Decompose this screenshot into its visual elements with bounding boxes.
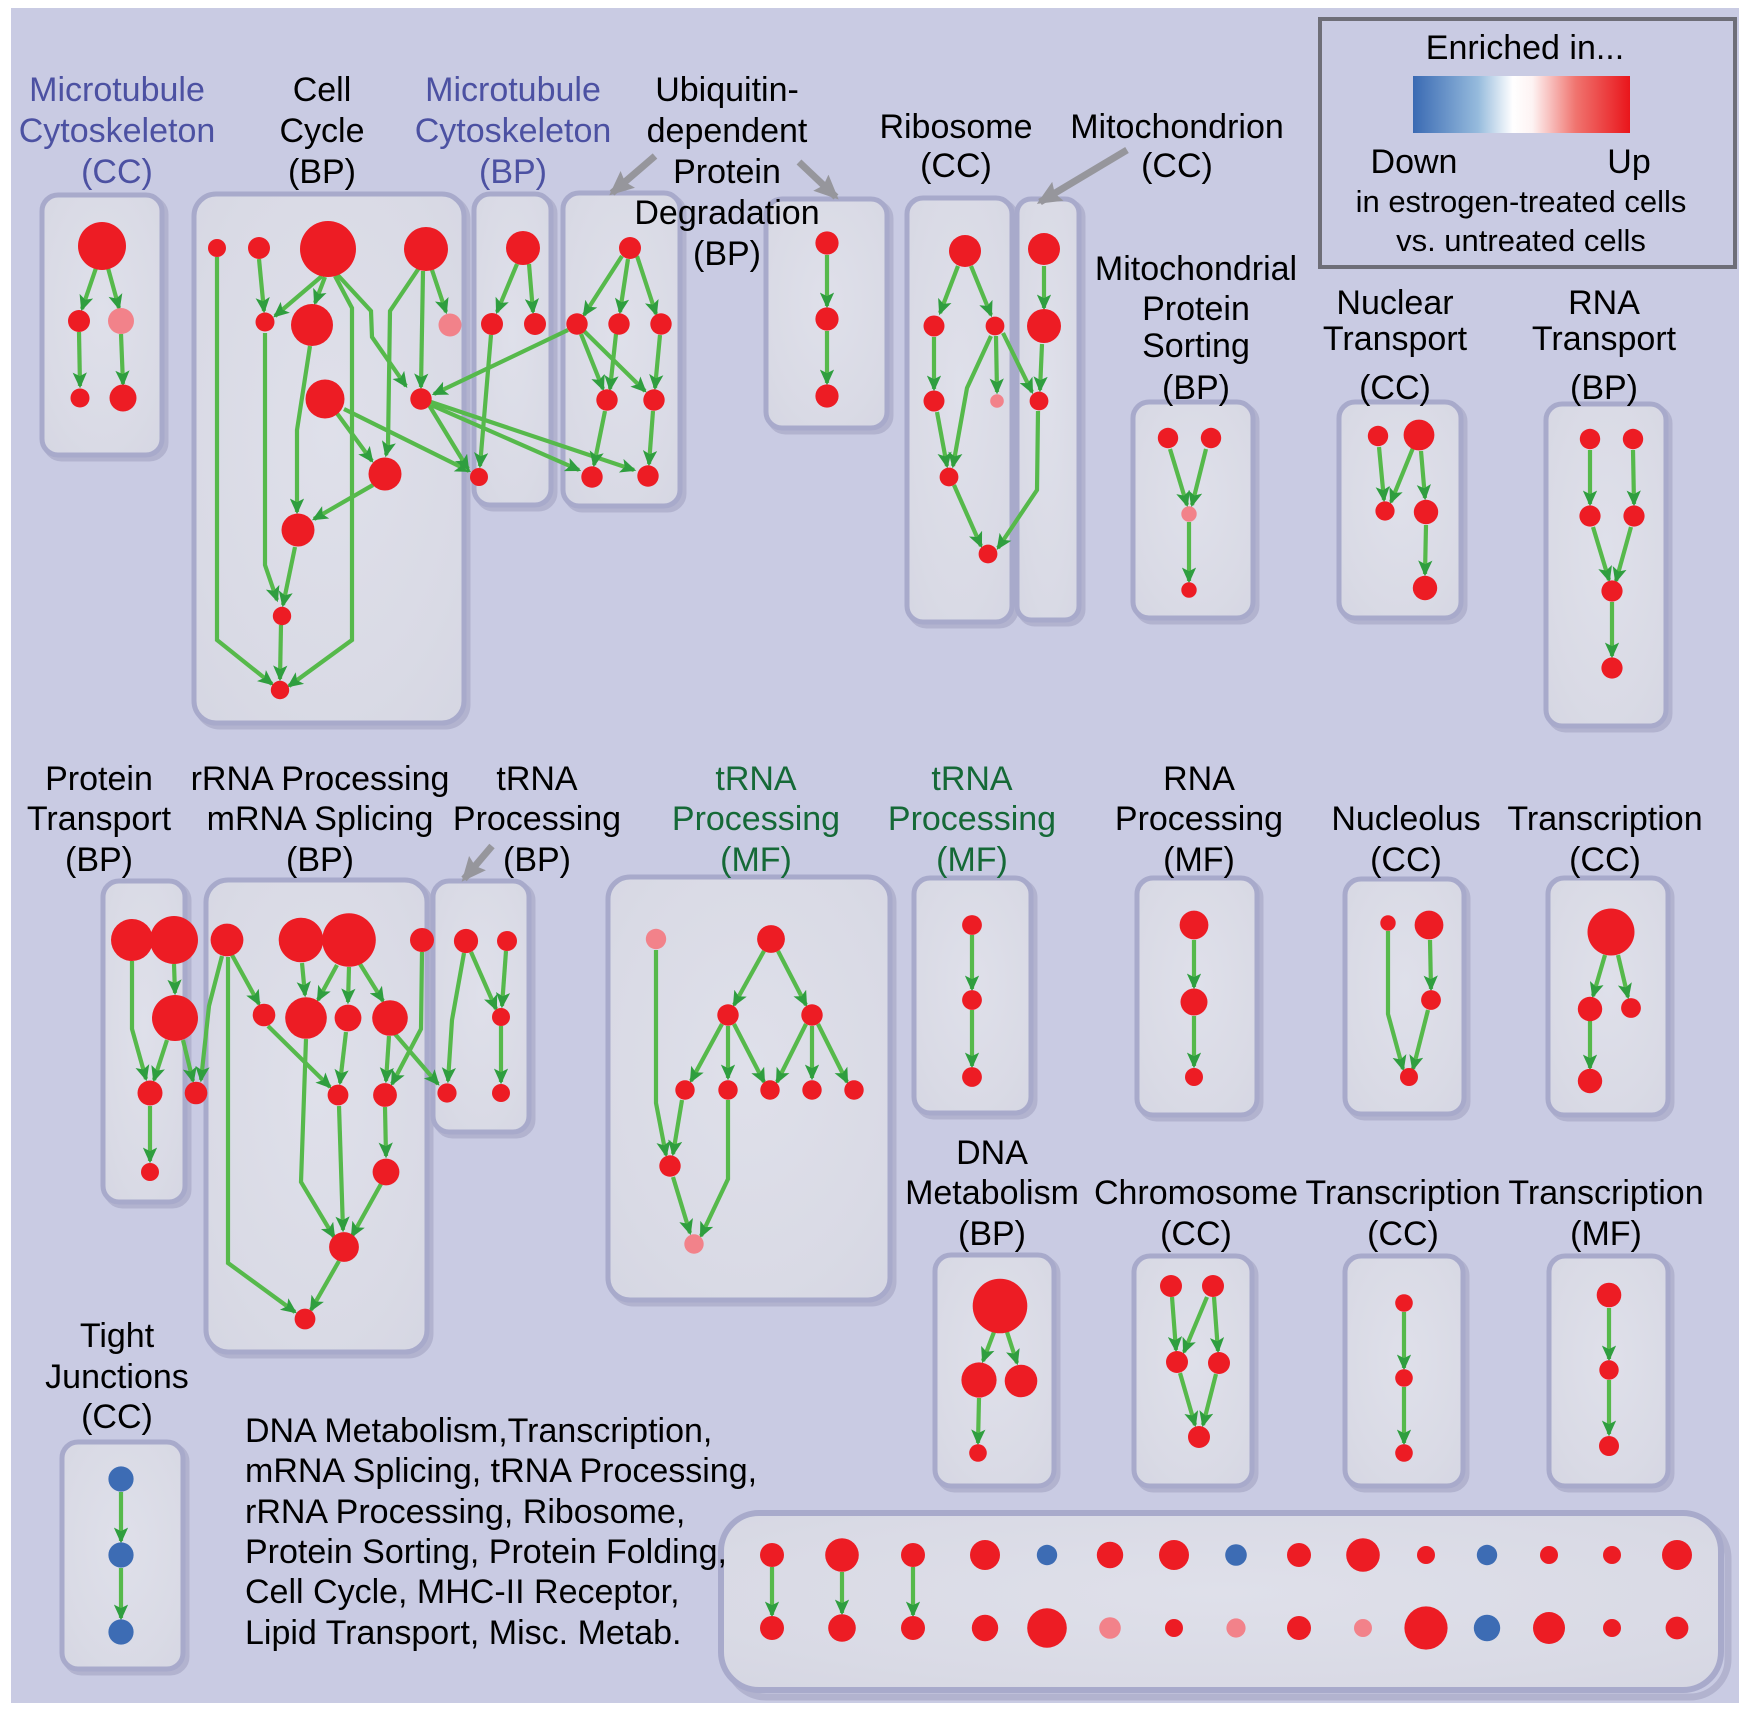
svg-text:Degradation: Degradation	[634, 194, 819, 232]
svg-text:(BP): (BP)	[286, 841, 354, 879]
svg-text:Ribosome: Ribosome	[879, 108, 1032, 146]
svg-text:tRNA: tRNA	[715, 760, 797, 798]
svg-text:DNA: DNA	[956, 1134, 1028, 1172]
svg-text:Protein Sorting, Protein Foldi: Protein Sorting, Protein Folding,	[245, 1533, 727, 1571]
svg-text:Cytoskeleton: Cytoskeleton	[19, 112, 216, 150]
svg-text:Junctions: Junctions	[45, 1358, 189, 1396]
svg-text:rRNA Processing: rRNA Processing	[191, 760, 450, 798]
svg-text:Nucleolus: Nucleolus	[1331, 800, 1480, 838]
svg-text:Protein: Protein	[1142, 290, 1250, 328]
svg-text:Cell Cycle, MHC-II Receptor,: Cell Cycle, MHC-II Receptor,	[245, 1573, 680, 1611]
svg-text:(CC): (CC)	[920, 147, 992, 185]
svg-text:DNA Metabolism,Transcription,: DNA Metabolism,Transcription,	[245, 1412, 712, 1450]
svg-text:(CC): (CC)	[81, 1398, 153, 1436]
svg-text:RNA: RNA	[1568, 284, 1640, 322]
svg-text:Microtubule: Microtubule	[29, 71, 205, 109]
svg-text:Tight: Tight	[80, 1317, 155, 1355]
svg-text:(BP): (BP)	[1570, 369, 1638, 407]
svg-text:Chromosome: Chromosome	[1094, 1174, 1298, 1212]
svg-text:tRNA: tRNA	[496, 760, 578, 798]
svg-text:Transport: Transport	[27, 800, 172, 838]
svg-text:(CC): (CC)	[1359, 369, 1431, 407]
svg-text:Processing: Processing	[453, 800, 621, 838]
svg-text:rRNA Processing, Ribosome,: rRNA Processing, Ribosome,	[245, 1493, 685, 1531]
svg-text:dependent: dependent	[647, 112, 808, 150]
svg-text:Transport: Transport	[1323, 320, 1468, 358]
svg-text:(MF): (MF)	[720, 841, 792, 879]
svg-text:Down: Down	[1371, 143, 1458, 181]
svg-text:(CC): (CC)	[1569, 841, 1641, 879]
svg-text:(CC): (CC)	[1367, 1215, 1439, 1253]
svg-text:vs. untreated cells: vs. untreated cells	[1396, 223, 1646, 258]
svg-text:(MF): (MF)	[936, 841, 1008, 879]
svg-text:(BP): (BP)	[958, 1215, 1026, 1253]
svg-text:Mitochondrial: Mitochondrial	[1095, 250, 1297, 288]
svg-text:Microtubule: Microtubule	[425, 71, 601, 109]
svg-text:(BP): (BP)	[288, 153, 356, 191]
svg-text:mRNA Splicing: mRNA Splicing	[207, 800, 434, 838]
svg-text:(CC): (CC)	[81, 153, 153, 191]
svg-text:Processing: Processing	[672, 800, 840, 838]
svg-text:Up: Up	[1607, 143, 1650, 181]
svg-text:(MF): (MF)	[1570, 1215, 1642, 1253]
svg-text:(MF): (MF)	[1163, 841, 1235, 879]
svg-text:RNA: RNA	[1163, 760, 1235, 798]
svg-text:Cell: Cell	[293, 71, 352, 109]
svg-text:Lipid Transport, Misc. Metab.: Lipid Transport, Misc. Metab.	[245, 1614, 682, 1652]
svg-text:Cycle: Cycle	[279, 112, 364, 150]
svg-text:Transcription: Transcription	[1508, 1174, 1703, 1212]
svg-text:Sorting: Sorting	[1142, 327, 1250, 365]
svg-text:(CC): (CC)	[1160, 1215, 1232, 1253]
svg-text:tRNA: tRNA	[931, 760, 1013, 798]
svg-text:Transport: Transport	[1532, 320, 1677, 358]
svg-text:Transcription: Transcription	[1507, 800, 1702, 838]
svg-text:Nuclear: Nuclear	[1336, 284, 1453, 322]
svg-text:Mitochondrion: Mitochondrion	[1070, 108, 1284, 146]
svg-text:(BP): (BP)	[503, 841, 571, 879]
svg-text:mRNA Splicing, tRNA Processing: mRNA Splicing, tRNA Processing,	[245, 1452, 757, 1490]
svg-text:Protein: Protein	[45, 760, 153, 798]
svg-text:(CC): (CC)	[1141, 147, 1213, 185]
svg-text:Metabolism: Metabolism	[905, 1174, 1079, 1212]
svg-text:Enriched in...: Enriched in...	[1426, 29, 1624, 67]
svg-text:Ubiquitin-: Ubiquitin-	[655, 71, 799, 109]
svg-text:(BP): (BP)	[693, 235, 761, 273]
svg-text:in estrogen-treated cells: in estrogen-treated cells	[1356, 184, 1687, 219]
svg-text:Protein: Protein	[673, 153, 781, 191]
svg-text:(BP): (BP)	[479, 153, 547, 191]
svg-text:(BP): (BP)	[65, 841, 133, 879]
svg-text:Processing: Processing	[1115, 800, 1283, 838]
svg-text:Cytoskeleton: Cytoskeleton	[415, 112, 612, 150]
svg-text:(CC): (CC)	[1370, 841, 1442, 879]
svg-text:Processing: Processing	[888, 800, 1056, 838]
svg-text:(BP): (BP)	[1162, 369, 1230, 407]
svg-text:Transcription: Transcription	[1305, 1174, 1500, 1212]
